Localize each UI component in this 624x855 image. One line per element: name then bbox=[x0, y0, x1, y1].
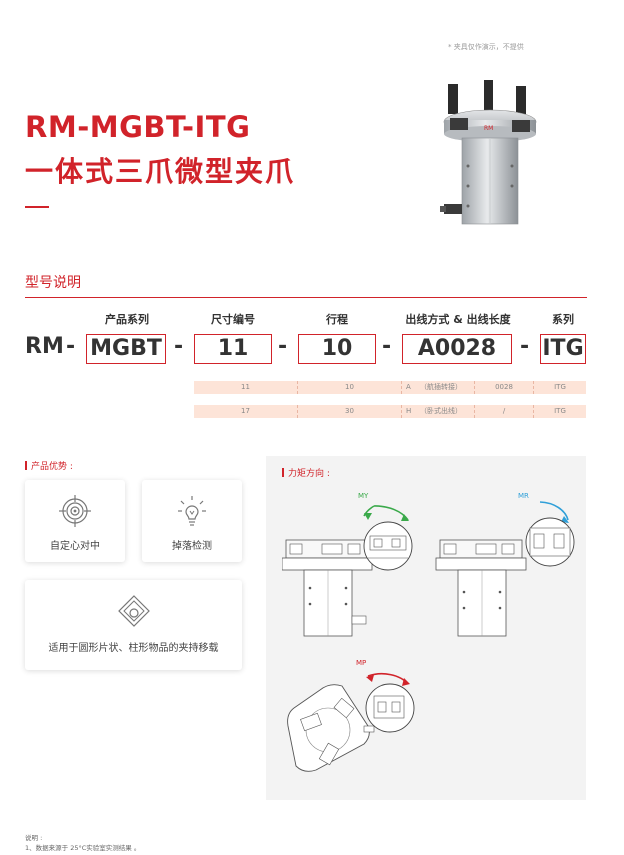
option-stroke: 30 bbox=[298, 405, 402, 418]
separator: - bbox=[520, 334, 530, 359]
advantage-card: 掉落检测 bbox=[142, 480, 242, 562]
code-wire-exit: A0028 bbox=[402, 334, 512, 364]
advantage-label: 掉落检测 bbox=[172, 541, 212, 552]
section-title-model-code: 型号说明 bbox=[25, 275, 81, 291]
header-stroke: 行程 bbox=[326, 313, 348, 326]
separator: - bbox=[278, 334, 288, 359]
advantage-label: 自定心对中 bbox=[50, 541, 100, 552]
separator: - bbox=[174, 334, 184, 359]
option-series: ITG bbox=[554, 383, 566, 391]
option-wire-code: H bbox=[406, 407, 412, 415]
code-size-number: 11 bbox=[194, 334, 272, 364]
grip-diamond-icon bbox=[117, 594, 151, 632]
advantage-card: 适用于圆形片状、柱形物品的夹持移载 bbox=[25, 580, 242, 670]
option-wire-type: （航插转接） bbox=[420, 383, 462, 391]
footnotes-title: 说明 : bbox=[25, 834, 43, 842]
option-series: ITG bbox=[554, 407, 566, 415]
option-length: / bbox=[474, 405, 534, 418]
torque-my-diagram bbox=[281, 488, 422, 640]
advantages-title: 产品优势 : bbox=[25, 459, 73, 472]
separator: - bbox=[66, 334, 76, 359]
option-length: 0028 bbox=[474, 381, 534, 394]
torque-mr-diagram bbox=[434, 488, 580, 640]
torque-mp-label: MP bbox=[356, 659, 367, 667]
option-row: 11 10 A （航插转接） 0028 ITG bbox=[194, 381, 586, 394]
option-wire-type: （卧式出线） bbox=[420, 407, 462, 415]
code-stroke: 10 bbox=[298, 334, 376, 364]
svg-text:RM: RM bbox=[484, 125, 493, 132]
option-size: 17 bbox=[194, 405, 298, 418]
torque-title: 力矩方向 : bbox=[282, 466, 330, 479]
header-wire-exit: 出线方式 & 出线长度 bbox=[405, 313, 511, 326]
option-wire-code: A bbox=[406, 383, 411, 391]
lightbulb-icon bbox=[175, 494, 209, 532]
product-model-title: RM-MGBT-ITG bbox=[25, 110, 251, 144]
code-series: ITG bbox=[540, 334, 586, 364]
advantage-label: 适用于圆形片状、柱形物品的夹持移载 bbox=[48, 643, 219, 654]
advantage-card: 自定心对中 bbox=[25, 480, 125, 562]
title-underline bbox=[25, 206, 49, 208]
code-product-series: MGBT bbox=[86, 334, 166, 364]
demo-note: * 夹具仅作演示，不提供 bbox=[448, 43, 524, 51]
torque-mp-diagram bbox=[280, 656, 426, 786]
header-size-number: 尺寸编号 bbox=[211, 313, 255, 326]
separator: - bbox=[382, 334, 392, 359]
header-series: 系列 bbox=[552, 313, 574, 326]
product-name-title: 一体式三爪微型夹爪 bbox=[25, 155, 296, 188]
option-size: 11 bbox=[194, 381, 298, 394]
option-row: 17 30 H （卧式出线） / ITG bbox=[194, 405, 586, 418]
torque-my-label: MY bbox=[358, 492, 369, 500]
footnote-item: 1、数据来源于 25°C实验室实测结果 。 bbox=[25, 844, 141, 852]
section-divider bbox=[25, 297, 587, 298]
option-stroke: 10 bbox=[298, 381, 402, 394]
target-icon bbox=[58, 494, 92, 532]
footnotes: 说明 : 1、数据来源于 25°C实验室实测结果 。 bbox=[25, 833, 140, 853]
torque-mr-label: MR bbox=[518, 492, 529, 500]
model-prefix: RM bbox=[25, 334, 64, 359]
header-product-series: 产品系列 bbox=[105, 313, 149, 326]
product-photo: RM bbox=[438, 76, 550, 228]
